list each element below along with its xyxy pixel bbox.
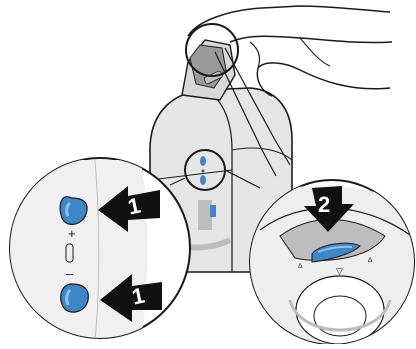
svg-text:∆: ∆ [368,257,373,264]
svg-text:∆: ∆ [298,263,303,270]
minus-mark: – [66,266,74,281]
right-zoom-circle: ▽ ∆ ∆ 2 [250,180,414,344]
step-label-2: 2 [318,192,330,217]
plus-mark: + [68,226,76,241]
left-zoom-circle: + – 1 1 [10,158,190,340]
minus-button-icon [61,284,89,312]
plus-button-icon [60,197,87,225]
svg-text:▽: ▽ [336,266,343,276]
side-indicator-right [210,205,216,217]
